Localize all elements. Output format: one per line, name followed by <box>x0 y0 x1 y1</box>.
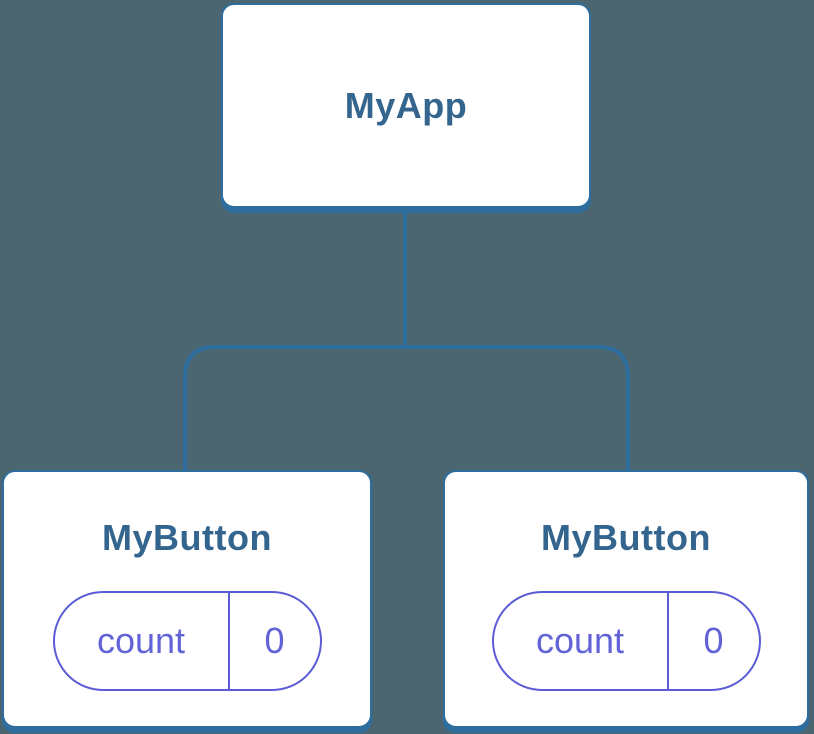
component-label: MyApp <box>344 84 468 126</box>
component-label: MyButton <box>541 517 711 558</box>
state-pill: count 0 <box>491 591 761 692</box>
state-value: 0 <box>264 620 285 662</box>
component-node-root: MyApp <box>221 3 591 208</box>
state-pill: count 0 <box>52 591 322 692</box>
component-label: MyButton <box>102 517 272 558</box>
component-node-button-left: MyButton count 0 <box>2 470 372 728</box>
state-key: count <box>494 593 669 690</box>
component-node-button-right: MyButton count 0 <box>443 470 809 728</box>
connector-branch <box>183 345 630 472</box>
state-key: count <box>55 593 230 690</box>
state-value: 0 <box>703 620 724 662</box>
